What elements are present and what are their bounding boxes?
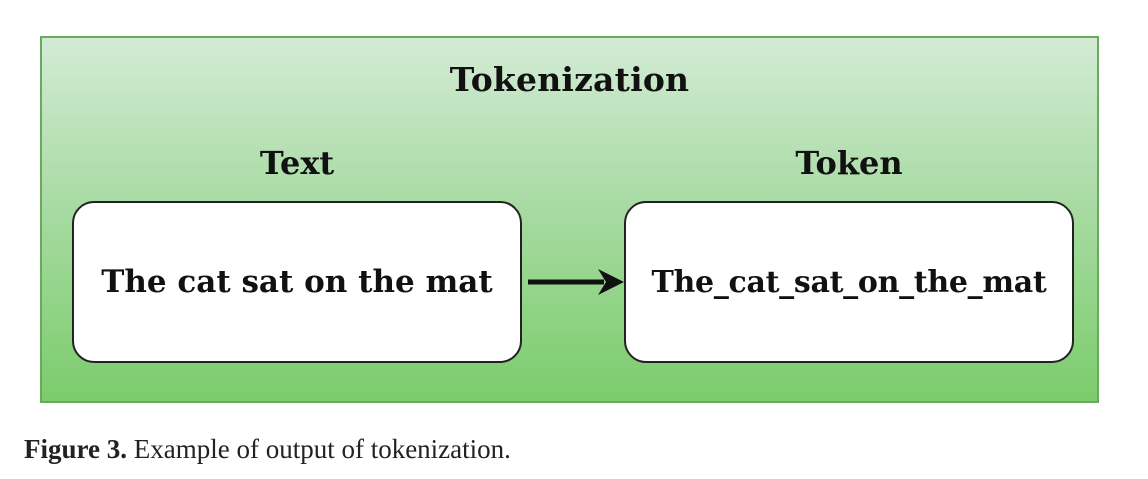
text-heading: Text — [259, 144, 335, 182]
figure-caption: Figure 3. Example of output of tokenizat… — [24, 434, 511, 465]
right-arrow-icon — [528, 269, 624, 295]
caption-label: Figure 3. — [24, 434, 127, 464]
diagram-title: Tokenization — [449, 60, 690, 99]
text-box: The cat sat on the mat — [72, 201, 522, 363]
caption-text: Example of output of tokenization. — [127, 434, 511, 464]
token-box-label: The_cat_sat_on_the_mat — [651, 264, 1047, 300]
token-box: The_cat_sat_on_the_mat — [624, 201, 1074, 363]
token-heading: Token — [795, 144, 903, 182]
text-box-label: The cat sat on the mat — [101, 264, 493, 300]
tokenization-panel: Tokenization Text Token The cat sat on t… — [40, 36, 1099, 403]
